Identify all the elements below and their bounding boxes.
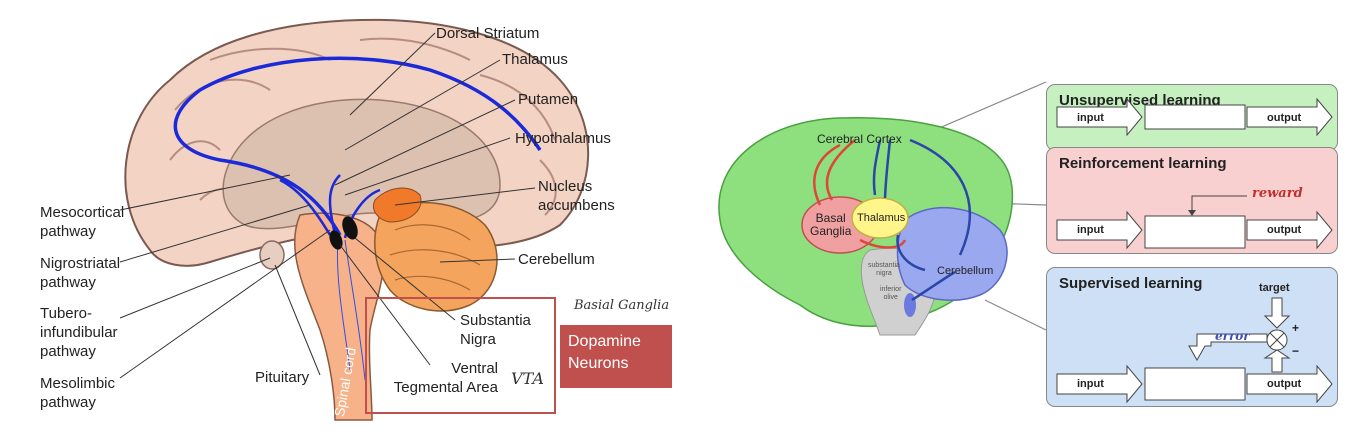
supervised-input-label: input: [1077, 378, 1104, 390]
label-substantia-nigra-right: substantia nigra: [868, 262, 900, 277]
cerebellum-shape: [374, 201, 498, 312]
cerebellum-blue: [896, 207, 1008, 301]
thalamus-shape: [851, 197, 909, 239]
label-inferior-olive: inferior olive: [880, 286, 902, 301]
target-label: target: [1259, 282, 1290, 294]
panel-title-reinforcement: Reinforcement learning: [1059, 155, 1227, 172]
label-thalamus: Thalamus: [502, 51, 568, 68]
label-cerebellum-right: Cerebellum: [937, 265, 994, 277]
reinforcement-input-label: input: [1077, 224, 1104, 236]
red-arrows: [813, 139, 907, 249]
substantia-nigra-dot: [342, 216, 358, 240]
supervised-output-label: output: [1267, 378, 1302, 390]
unsupervised-input-label: input: [1077, 112, 1104, 124]
label-nigrostriatal-pathway: Nigrostriatal pathway: [40, 255, 121, 291]
reinforcement-output-label: output: [1267, 224, 1302, 236]
highlight-box: [365, 297, 556, 414]
label-thalamus-right: Thalamus: [857, 212, 906, 224]
plus-sign: +: [1292, 321, 1300, 335]
label-putamen: Putamen: [518, 91, 579, 108]
handwritten-basal-ganglia: Basial Ganglia: [574, 298, 670, 313]
reward-label: reward: [1252, 186, 1303, 201]
reinforcement-flow: [1056, 195, 1333, 250]
label-cerebral-cortex: Cerebral Cortex: [817, 132, 902, 146]
inferior-olive-shape: [904, 293, 916, 317]
label-nucleus-accumbens: Nucleus accumbens: [538, 178, 615, 214]
label-tuberoinfundibular-pathway: Tubero- infundibular pathway: [40, 305, 118, 360]
error-label: error: [1215, 329, 1250, 343]
label-dorsal-striatum: Dorsal Striatum: [436, 25, 540, 42]
blue-arrows: [872, 138, 971, 302]
pituitary-gland: [259, 240, 285, 270]
panel-title-supervised: Supervised learning: [1059, 275, 1203, 292]
label-pituitary: Pituitary: [255, 369, 310, 386]
dopamine-neurons-callout: Dopamine Neurons: [560, 325, 672, 388]
label-substantia-nigra: Substantia Nigra: [460, 312, 531, 348]
panel-unsupervised-learning: Unsupervised learning input output: [1046, 84, 1338, 151]
unsupervised-flow: [1056, 97, 1333, 137]
label-mesolimbic-pathway: Mesolimbic pathway: [40, 375, 116, 411]
label-hypothalamus: Hypothalamus: [515, 130, 611, 147]
label-cerebellum: Cerebellum: [518, 251, 595, 268]
label-ventral-tegmental-area: Ventral Tegmental Area: [393, 360, 498, 396]
label-mesocortical-pathway: Mesocortical pathway: [40, 204, 125, 240]
supervised-flow: [1056, 297, 1333, 404]
minus-sign: −: [1292, 344, 1300, 358]
vta-dot: [329, 230, 343, 250]
panel-supervised-learning: Supervised learning target + − error inp…: [1046, 267, 1338, 407]
label-basal-ganglia-right: Basal Ganglia: [810, 211, 852, 238]
leader-lines: [119, 32, 536, 379]
handwritten-vta: VTA: [511, 369, 544, 388]
panel-reinforcement-learning: Reinforcement learning reward input outp…: [1046, 147, 1338, 254]
unsupervised-output-label: output: [1267, 112, 1302, 124]
mesocortical-pathway-line: [173, 56, 542, 236]
